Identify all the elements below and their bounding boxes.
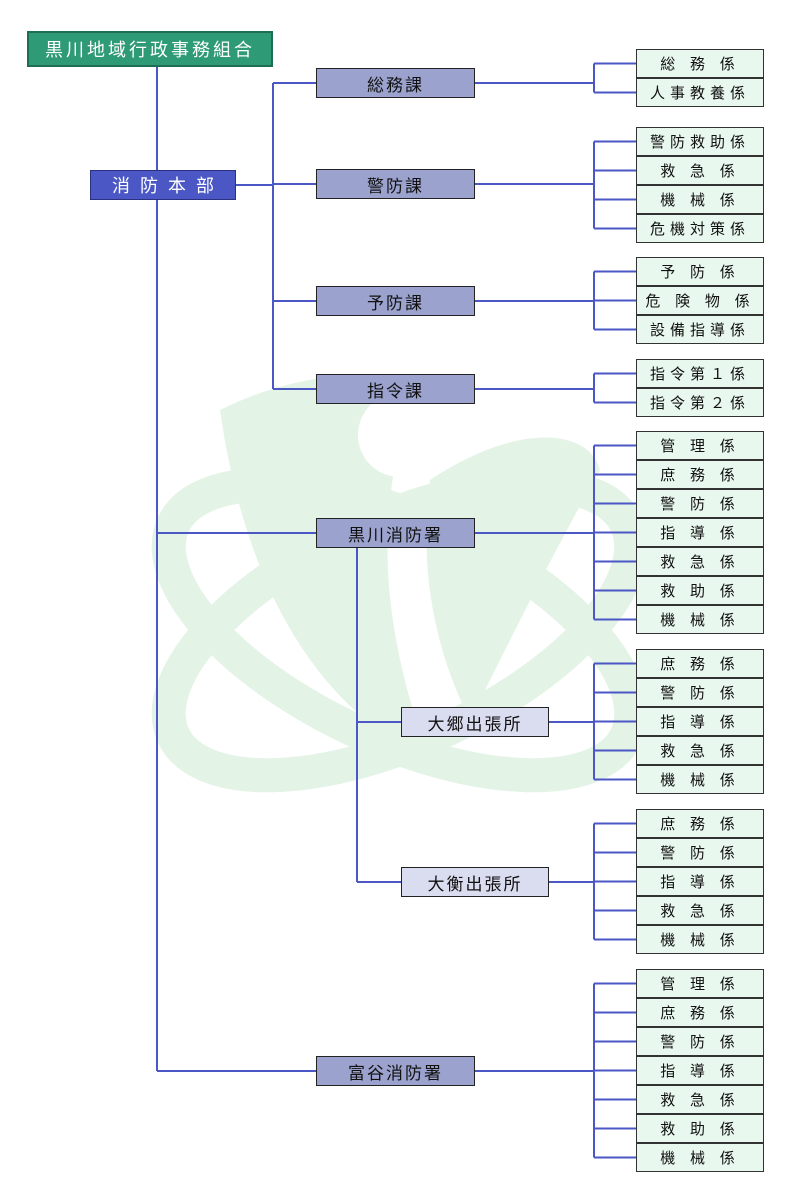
headquarters-box: 消防本部 (90, 170, 236, 200)
unit-box: 警 防 係 (636, 838, 764, 867)
unit-box: 警 防 係 (636, 678, 764, 707)
unit-box: 救 急 係 (636, 1085, 764, 1114)
unit-box: 機 械 係 (636, 925, 764, 954)
unit-box: 救 助 係 (636, 1114, 764, 1143)
section-box: 総務課 (316, 68, 475, 98)
unit-box: 庶 務 係 (636, 649, 764, 678)
unit-box: 警 防 係 (636, 1027, 764, 1056)
unit-box: 機 械 係 (636, 185, 764, 214)
section-box: 予防課 (316, 286, 475, 316)
unit-box: 指令第２係 (636, 388, 764, 417)
branch-office-box: 大衡出張所 (401, 867, 549, 897)
unit-box: 庶 務 係 (636, 809, 764, 838)
unit-box: 危機対策係 (636, 214, 764, 243)
unit-box: 指令第１係 (636, 359, 764, 388)
unit-box: 庶 務 係 (636, 460, 764, 489)
unit-box: 設備指導係 (636, 315, 764, 344)
unit-box: 庶 務 係 (636, 998, 764, 1027)
unit-box: 人事教養係 (636, 78, 764, 107)
unit-box: 指 導 係 (636, 707, 764, 736)
unit-box: 管 理 係 (636, 431, 764, 460)
unit-box: 危 険 物 係 (636, 286, 764, 315)
section-box: 警防課 (316, 169, 475, 199)
unit-box: 機 械 係 (636, 1143, 764, 1172)
unit-box: 救 急 係 (636, 736, 764, 765)
unit-box: 指 導 係 (636, 867, 764, 896)
unit-box: 警防救助係 (636, 127, 764, 156)
unit-box: 指 導 係 (636, 518, 764, 547)
unit-box: 予 防 係 (636, 257, 764, 286)
station-box: 富谷消防署 (316, 1056, 475, 1086)
unit-box: 救 助 係 (636, 576, 764, 605)
unit-box: 救 急 係 (636, 547, 764, 576)
organization-box: 黒川地域行政事務組合 (27, 31, 273, 67)
unit-box: 警 防 係 (636, 489, 764, 518)
unit-box: 総 務 係 (636, 49, 764, 78)
unit-box: 機 械 係 (636, 765, 764, 794)
unit-box: 救 急 係 (636, 156, 764, 185)
branch-office-box: 大郷出張所 (401, 707, 549, 737)
unit-box: 指 導 係 (636, 1056, 764, 1085)
section-box: 指令課 (316, 374, 475, 404)
unit-box: 救 急 係 (636, 896, 764, 925)
unit-box: 管 理 係 (636, 969, 764, 998)
station-box: 黒川消防署 (316, 518, 475, 548)
unit-box: 機 械 係 (636, 605, 764, 634)
